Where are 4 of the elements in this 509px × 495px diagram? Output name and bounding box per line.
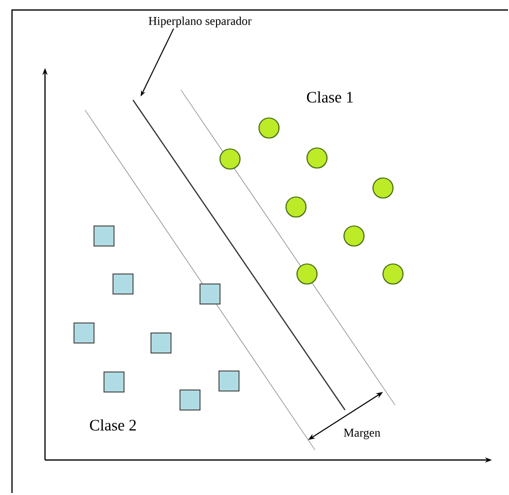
class-label: Clase 2 xyxy=(90,419,136,431)
hyperplane-label: Hiperplano separador xyxy=(148,16,252,28)
class-label: Clase 1 xyxy=(306,91,353,103)
class-label: Margen xyxy=(344,428,380,440)
